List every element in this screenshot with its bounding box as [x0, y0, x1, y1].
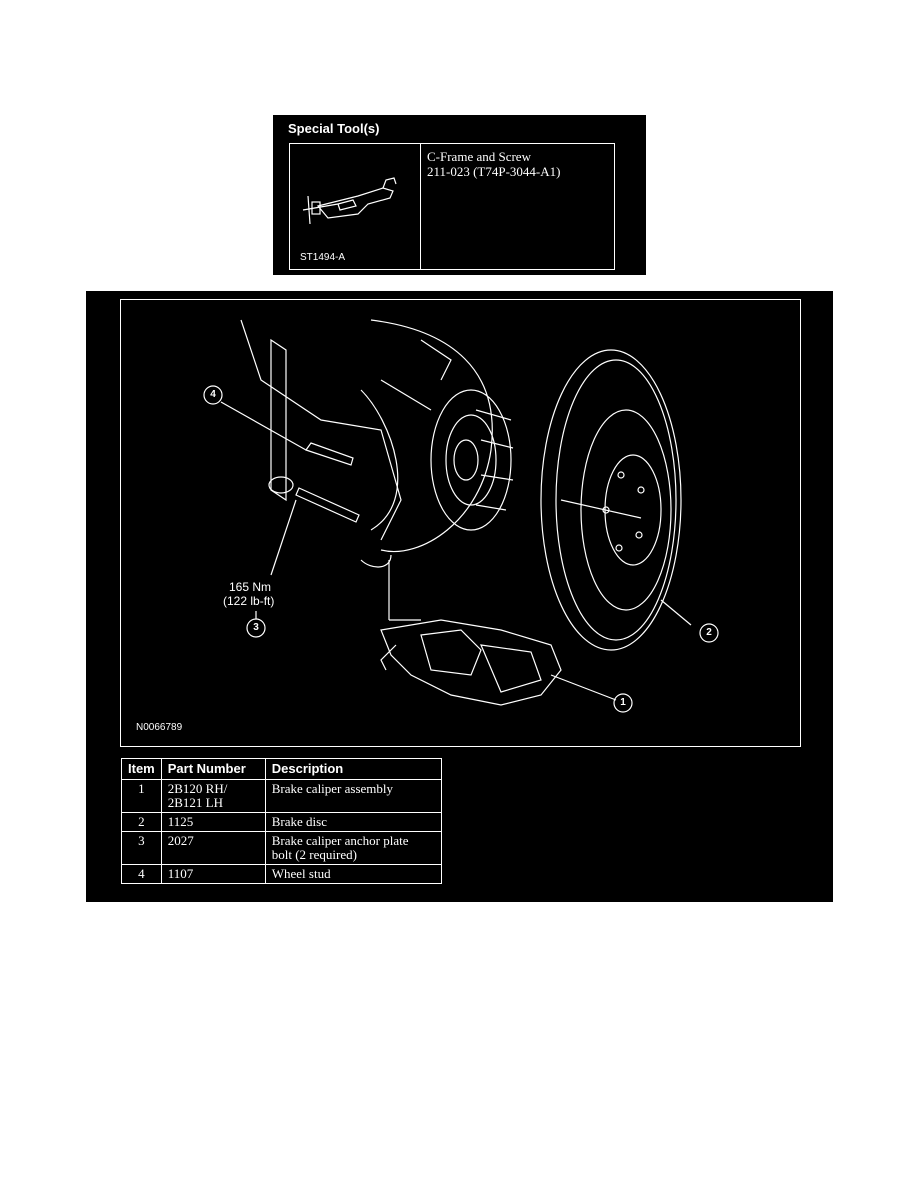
- table-row: 2 1125 Brake disc: [121, 812, 442, 832]
- row-part-number: 1107: [160, 864, 266, 884]
- illustration-code: N0066789: [136, 722, 183, 733]
- row-description: Brake disc: [264, 812, 442, 832]
- table-row: 3 2027 Brake caliper anchor plate bolt (…: [121, 831, 442, 865]
- c-frame-tool-illustration: [302, 177, 397, 225]
- row-description: Wheel stud: [264, 864, 442, 884]
- parts-table-header: Item Part Number Description: [121, 758, 442, 780]
- row-item: 2: [121, 812, 162, 832]
- row-description: Brake caliper assembly: [264, 779, 442, 813]
- illustration-frame: 4 3 2 1 165 Nm (122 lb-ft) N0066789: [120, 299, 801, 747]
- brake-assembly-illustration: [203, 319, 719, 713]
- torque-spec-lbft: (122 lb-ft): [223, 594, 275, 608]
- special-tools-title: Special Tool(s): [288, 121, 380, 136]
- header-description: Description: [264, 758, 442, 780]
- row-item: 3: [121, 831, 162, 865]
- header-part-number: Part Number: [160, 758, 266, 780]
- torque-spec-nm: 165 Nm: [229, 580, 272, 594]
- header-item: Item: [121, 758, 162, 780]
- brake-illustration-panel: 4 3 2 1 165 Nm (122 lb-ft) N0066789 Item…: [86, 291, 833, 902]
- callout-3: 3: [253, 622, 259, 633]
- row-description: Brake caliper anchor plate bolt (2 requi…: [264, 831, 442, 865]
- tool-description: C-Frame and Screw 211-023 (T74P-3044-A1): [427, 149, 561, 179]
- tool-illustration-code: ST1494-A: [300, 252, 346, 263]
- parts-table: Item Part Number Description 1 2B120 RH/…: [121, 758, 442, 884]
- special-tools-table: C-Frame and Screw 211-023 (T74P-3044-A1)…: [289, 143, 615, 270]
- special-tools-panel: Special Tool(s) C-Frame and Screw 211-02…: [273, 115, 646, 275]
- tools-column-divider: [420, 144, 421, 269]
- row-part-number: 2B120 RH/ 2B121 LH: [160, 779, 266, 813]
- row-item: 4: [121, 864, 162, 884]
- callout-1: 1: [620, 697, 626, 708]
- table-row: 1 2B120 RH/ 2B121 LH Brake caliper assem…: [121, 779, 442, 813]
- row-item: 1: [121, 779, 162, 813]
- callout-2: 2: [706, 627, 712, 638]
- table-row: 4 1107 Wheel stud: [121, 864, 442, 884]
- row-part-number: 1125: [160, 812, 266, 832]
- callout-4: 4: [210, 389, 216, 400]
- row-part-number: 2027: [160, 831, 266, 865]
